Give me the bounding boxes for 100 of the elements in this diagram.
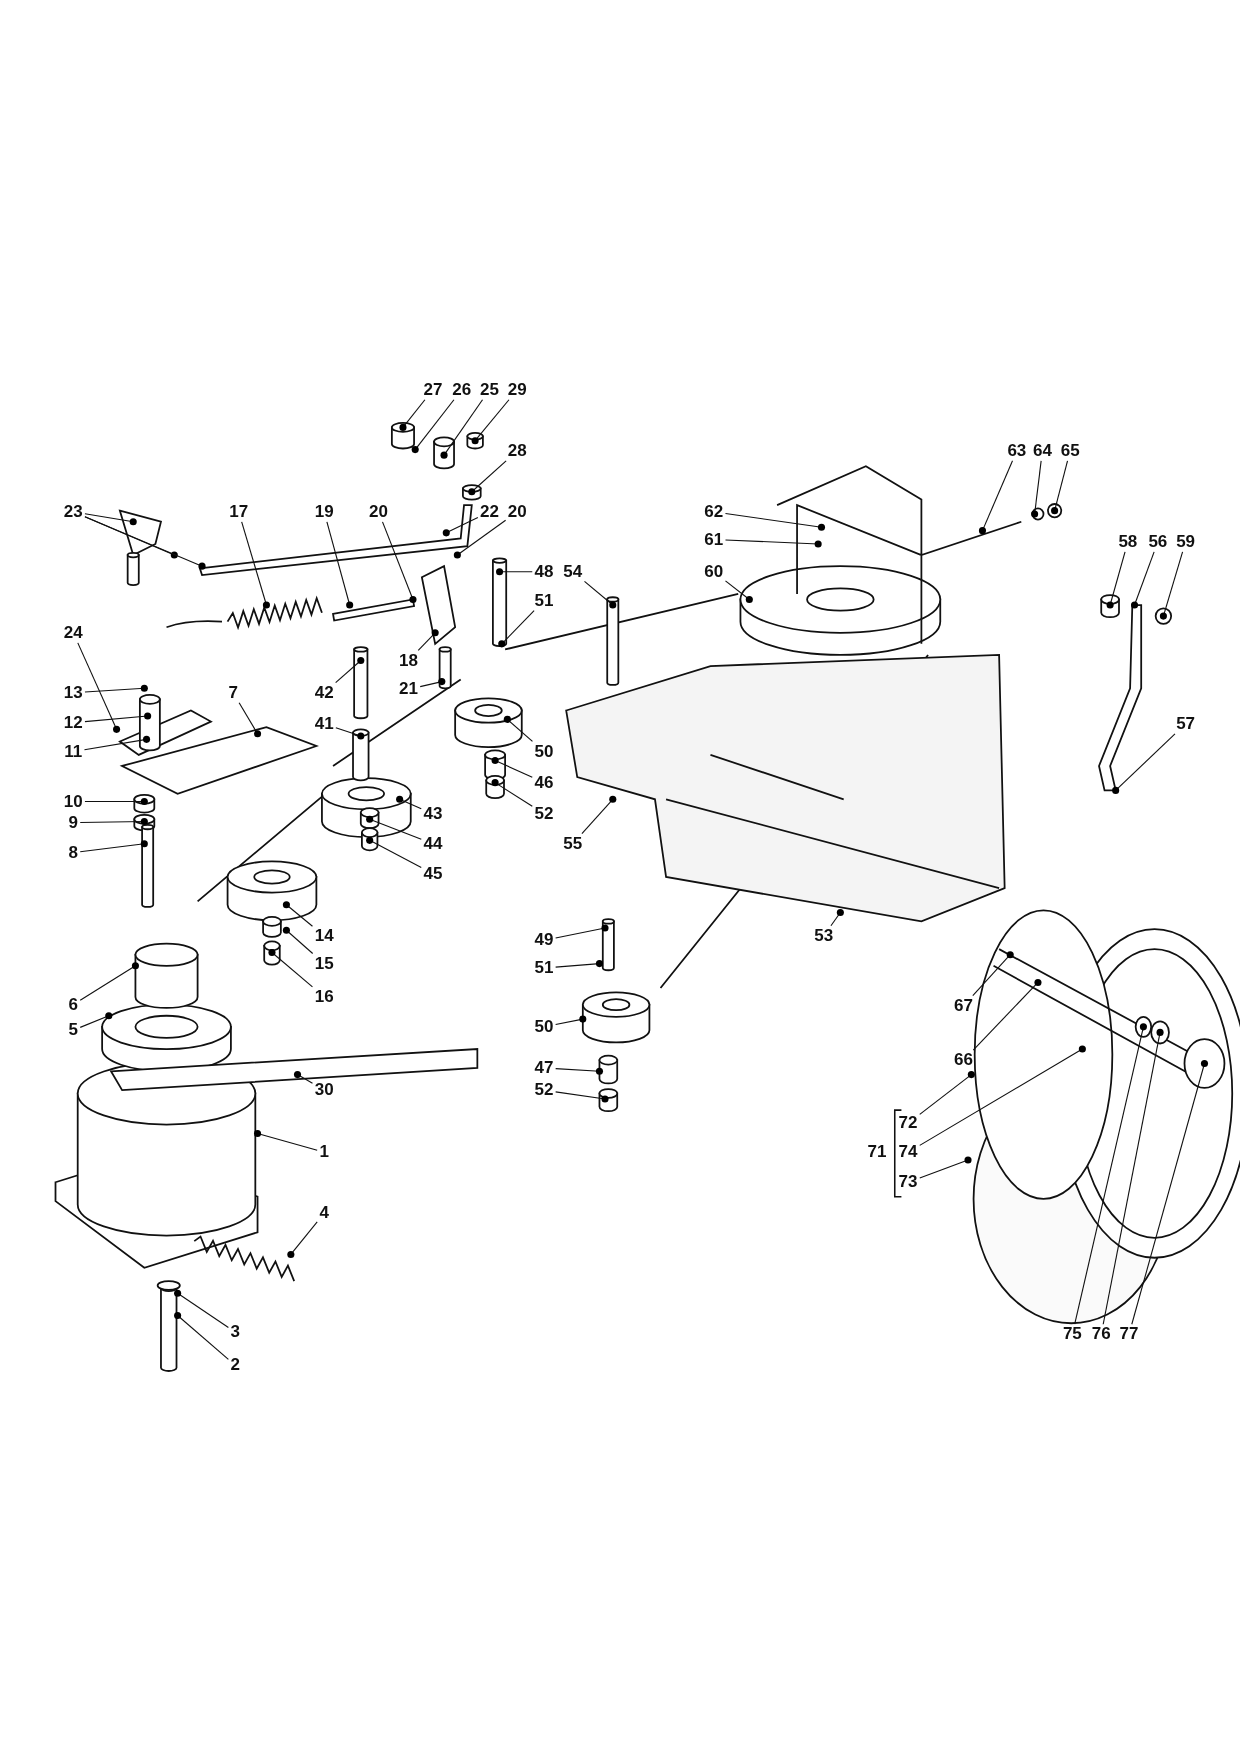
callout-number: 30	[314, 1081, 334, 1100]
callout-number: 1	[319, 1143, 329, 1162]
callout-number: 73	[898, 1173, 918, 1192]
callout-number: 58	[1118, 532, 1138, 551]
callout-number: 65	[1060, 441, 1080, 460]
callout-number: 11	[64, 742, 83, 761]
leader-line	[79, 962, 139, 1001]
leader-line	[581, 795, 617, 835]
leader-line	[724, 512, 826, 531]
leader-line	[1051, 460, 1069, 515]
callout-number: 52	[534, 1081, 554, 1100]
callout-number: 51	[534, 959, 554, 977]
leader-line	[830, 908, 844, 927]
callout-number: 54	[563, 562, 583, 581]
leader-line	[419, 678, 446, 688]
callout-number: 20	[507, 502, 527, 521]
callout-number: 5	[68, 1021, 78, 1040]
callout-number: 53	[814, 926, 834, 945]
leader-line	[238, 702, 262, 738]
leader-line	[1131, 551, 1155, 609]
callout-number: 46	[534, 773, 554, 792]
leader-line	[1074, 1023, 1147, 1325]
leader-line	[555, 1067, 603, 1075]
leader-line	[79, 1012, 113, 1028]
callout-number: 67	[954, 996, 974, 1015]
leader-line	[555, 1015, 587, 1026]
callout-number: 24	[63, 623, 83, 642]
callout-number: 23	[63, 502, 83, 521]
leader-line	[381, 521, 417, 603]
leader-line	[174, 1289, 229, 1328]
leader-line	[335, 656, 365, 684]
callout-number: 16	[314, 987, 334, 1006]
leader-line	[583, 580, 617, 609]
leader-line	[724, 580, 753, 603]
leader-line	[282, 901, 313, 927]
callout-number: 12	[63, 713, 83, 732]
callout-number: 41	[314, 714, 334, 733]
callout-number: 18	[399, 651, 418, 670]
callout-number: 13	[63, 683, 83, 702]
callout-number: 14	[314, 926, 334, 945]
leader-line	[919, 1156, 972, 1179]
callout-number: 17	[229, 502, 249, 521]
callout-number: 62	[704, 502, 724, 521]
leader-line	[496, 568, 533, 576]
leader-line	[471, 399, 510, 445]
callout-number: 52	[534, 804, 554, 823]
transmission-drawing	[54, 422, 1240, 1372]
leader-line	[453, 519, 507, 559]
leader-line	[79, 840, 148, 853]
callout-number: 20	[369, 502, 388, 521]
callout-number: 9	[68, 813, 78, 832]
callout-number: 51	[534, 591, 554, 610]
leader-line	[174, 1311, 229, 1360]
leader-line	[919, 1071, 975, 1115]
callout-number: 48	[534, 562, 554, 581]
callout-number: 26	[452, 380, 472, 399]
leader-line	[366, 815, 422, 840]
leader-line	[1112, 733, 1176, 794]
callout-number: 47	[534, 1058, 554, 1077]
callout-number: 2	[230, 1356, 241, 1375]
leader-line	[978, 460, 1014, 535]
callout-number: 75	[1062, 1325, 1082, 1344]
callout-number: 50	[534, 1017, 554, 1036]
callout-number: 28	[507, 441, 527, 460]
leader-line	[77, 642, 121, 733]
leader-line	[366, 836, 422, 869]
leader-line	[83, 735, 151, 751]
leader-line	[972, 951, 1014, 997]
callout-number: 44	[423, 834, 443, 853]
leader-line	[498, 610, 535, 648]
callout-number: 25	[480, 380, 499, 399]
callout-number: 60	[704, 562, 724, 581]
leader-line	[919, 1045, 1086, 1146]
leader-line	[396, 795, 422, 810]
callout-number: 49	[534, 931, 554, 950]
callout-number: 29	[507, 380, 527, 399]
leader-line	[1131, 1059, 1209, 1325]
callout-number: 71	[867, 1143, 887, 1162]
callout-number: 21	[399, 680, 418, 699]
callout-number: 77	[1119, 1325, 1139, 1344]
leader-line	[468, 460, 507, 496]
leader-line	[1031, 460, 1042, 518]
callout-number: 45	[423, 864, 443, 883]
callout-number: 7	[228, 683, 238, 702]
leader-line	[84, 712, 152, 723]
callout-number: 74	[898, 1143, 918, 1162]
callout-number: 22	[480, 502, 499, 521]
leader-line	[491, 756, 533, 778]
leader-line	[84, 684, 148, 693]
leader-line	[326, 521, 354, 609]
callout-number: 8	[68, 843, 78, 862]
leader-line	[399, 399, 426, 431]
callout-number: 64	[1032, 441, 1052, 460]
callout-number: 63	[1007, 441, 1027, 460]
leader-line	[555, 924, 609, 939]
callout-number: 27	[423, 380, 443, 399]
callout-number: 72	[898, 1114, 918, 1133]
leader-line	[1102, 1028, 1164, 1325]
callout-number: 19	[314, 502, 334, 521]
leader-line	[417, 629, 439, 651]
